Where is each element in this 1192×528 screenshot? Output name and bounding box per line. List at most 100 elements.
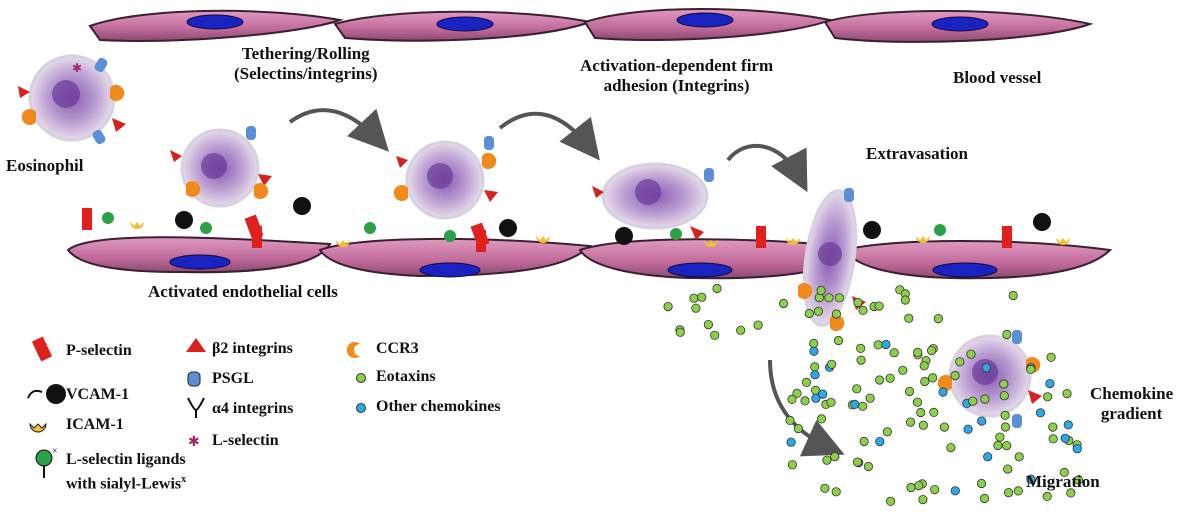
alpha4-integrin-legend-icon [187,397,205,418]
legend-symbols: × ✱ [27,336,366,478]
eotaxin-dot [955,357,965,367]
eotaxin-dot [827,359,837,369]
eotaxin-dot [856,355,866,365]
other-chemokine-dot [850,399,860,409]
eotaxin-dot [920,376,930,387]
eotaxin-dot [833,335,844,346]
eotaxin-dot [999,379,1009,389]
eotaxin-dot [675,327,685,337]
eotaxin-dot [918,420,929,430]
endothelial-cells [66,236,1113,280]
eotaxin-dot [874,301,884,311]
other-chemokine-dot [1035,408,1046,418]
eotaxin-dot [816,285,826,296]
other-chemokine-dot [938,387,948,397]
eotaxin-dot [929,407,939,417]
eotaxin-dot [918,494,928,505]
legend-psgl: PSGL [212,370,254,387]
other-chemokine-dot [875,436,885,447]
eotaxin-dot [980,394,990,404]
eotaxin-dot [913,347,923,357]
eotaxin-dot [831,309,842,319]
eotaxin-dot [1002,440,1012,451]
eotaxin-dot [916,407,926,418]
beta2-integrin-legend-icon [186,338,206,352]
eotaxin-dot [801,377,812,387]
eotaxin-dot [904,386,915,397]
eotaxin-dot [1002,329,1012,340]
legend-ccr3: CCR3 [376,340,419,357]
eosinophil-cell-4-flattened [592,162,714,240]
other-chemokine-dot [1063,420,1073,430]
eotaxin-dot [950,370,960,381]
eotaxin-dot [824,293,834,303]
eotaxin-dot [813,306,824,316]
eotaxin-dot [979,493,990,504]
eotaxin-dot [1003,464,1013,474]
eotaxin-dot [968,396,978,406]
eotaxin-dot [859,436,869,447]
legend-eotaxins: Eotaxins [376,368,436,385]
legend-vcam1: VCAM-1 [66,386,130,403]
other-chemokine-dot [809,346,819,356]
eotaxin-dot [889,348,899,358]
eotaxin-dot [816,414,827,424]
eotaxin-dot [800,396,810,406]
eotaxin-dot [933,313,944,324]
eotaxin-dot [852,384,862,394]
eotaxin-dot [906,482,916,493]
eotaxin-dot [710,330,720,340]
ccr3-legend-icon [346,341,360,358]
legend-l-selectin: L-selectin [212,432,279,449]
eotaxin-dot [999,391,1009,401]
activated-endothelial-label: Activated endothelial cells [148,282,338,301]
blood-vessel-label: Blood vessel [953,68,1042,87]
eotaxin-dot [900,295,910,305]
eotaxin-dot [882,427,892,437]
eotaxin-dot [898,365,908,375]
eotaxin-dot [834,293,845,303]
eotaxin-dot [689,293,699,303]
other-chemokine-dot [786,437,796,447]
eotaxin-dot [946,442,956,453]
eotaxin-dot [1014,452,1024,462]
eotaxin-dot [1013,486,1023,496]
p-selectin-legend-icon [31,336,53,362]
eotaxin-dot [853,297,863,308]
eotaxin-dot [939,422,950,432]
other-chemokine-dot [1060,433,1070,443]
eotaxin-dot [787,394,797,404]
vcam1-molecules [175,197,1051,245]
eotaxin-dot [822,455,832,465]
legend-alpha4-integrins: α4 integrins [212,400,294,417]
eotaxin-dot [810,362,820,372]
other-chemokine-dot [963,424,973,434]
l-selectin-ligand-legend-icon: × [35,446,58,478]
eotaxin-dot [926,345,937,356]
eotaxin-dot [785,415,795,425]
legend-icam1: ICAM-1 [66,416,124,433]
eotaxin-dot [712,283,722,294]
endothelial-surface-molecules [82,197,1070,252]
extravasation-label: Extravasation [866,144,968,163]
eotaxin-dot [905,417,916,427]
tethering-label: Tethering/Rolling (Selectins/integrins) [234,44,378,83]
eotaxin-dot [858,401,868,411]
eotaxin-legend-icon [356,373,366,383]
eotaxin-dot [703,319,714,330]
eotaxin-dot [873,340,883,350]
other-chemokine-dot [810,370,820,380]
l-selectin-legend-icon: ✱ [188,435,200,450]
other-chemokine-dot [1026,474,1036,484]
icam1-molecules [130,222,1070,247]
top-vessel-cells [88,8,1094,43]
process-arrows [288,108,845,457]
eotaxin-dot [753,320,763,330]
legend-other-chemokines: Other chemokines [376,398,501,415]
eotaxin-dot [1000,422,1011,432]
eotaxin-dot [1046,352,1056,362]
eotaxin-dot [1073,475,1084,485]
eotaxin-dot [793,423,804,434]
other-chemokine-dot [811,393,821,403]
